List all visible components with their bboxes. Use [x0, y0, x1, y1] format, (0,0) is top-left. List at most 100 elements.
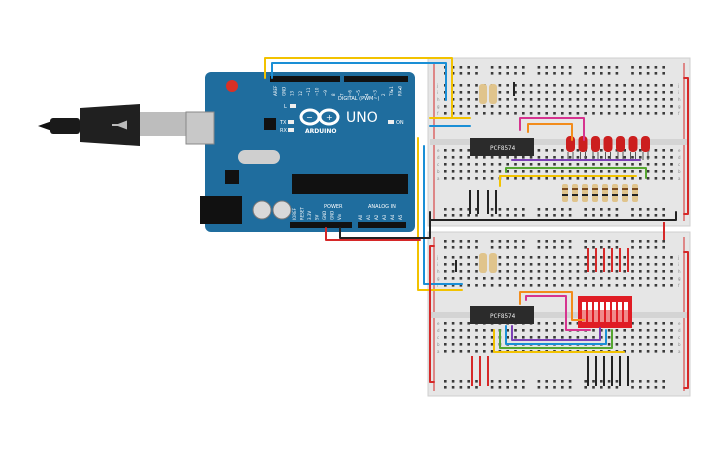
breadboard-hole[interactable]: [553, 263, 556, 266]
breadboard-hole[interactable]: [529, 277, 533, 280]
rail-hole[interactable]: [600, 66, 603, 69]
breadboard-hole[interactable]: [506, 105, 509, 108]
breadboard-hole[interactable]: [506, 263, 509, 266]
rail-hole[interactable]: [631, 72, 634, 75]
breadboard-hole[interactable]: [529, 263, 533, 266]
breadboard-hole[interactable]: [514, 177, 517, 180]
breadboard-hole[interactable]: [639, 91, 642, 94]
breadboard-hole[interactable]: [607, 277, 611, 280]
breadboard-hole[interactable]: [639, 98, 642, 101]
breadboard-hole[interactable]: [576, 270, 580, 273]
breadboard-hole[interactable]: [537, 263, 541, 266]
breadboard-hole[interactable]: [475, 177, 478, 180]
breadboard-hole[interactable]: [553, 336, 556, 339]
breadboard-hole[interactable]: [568, 91, 572, 94]
rail-hole[interactable]: [506, 240, 509, 243]
breadboard-hole[interactable]: [561, 277, 564, 280]
breadboard-hole[interactable]: [654, 112, 658, 115]
breadboard-hole[interactable]: [490, 105, 494, 108]
rail-hole[interactable]: [514, 240, 517, 243]
breadboard-hole[interactable]: [514, 256, 517, 259]
breadboard-hole[interactable]: [592, 284, 595, 287]
breadboard-hole[interactable]: [670, 105, 673, 108]
breadboard-hole[interactable]: [639, 343, 642, 346]
breadboard-hole[interactable]: [506, 98, 509, 101]
breadboard-hole[interactable]: [576, 256, 580, 259]
breadboard-hole[interactable]: [444, 270, 447, 273]
breadboard-hole[interactable]: [514, 163, 517, 166]
breadboard-hole[interactable]: [451, 112, 455, 115]
breadboard-hole[interactable]: [568, 156, 572, 159]
breadboard-hole[interactable]: [483, 284, 486, 287]
breadboard-hole[interactable]: [561, 336, 564, 339]
rail-hole[interactable]: [498, 214, 502, 217]
breadboard-hole[interactable]: [451, 105, 455, 108]
rail-hole[interactable]: [654, 72, 658, 75]
breadboard-hole[interactable]: [631, 336, 634, 339]
breadboard-hole[interactable]: [490, 277, 494, 280]
breadboard-hole[interactable]: [584, 84, 587, 87]
rail-hole[interactable]: [490, 240, 494, 243]
breadboard-hole[interactable]: [444, 156, 447, 159]
breadboard-hole[interactable]: [654, 156, 658, 159]
breadboard-hole[interactable]: [553, 284, 556, 287]
breadboard-hole[interactable]: [639, 149, 642, 152]
rail-hole[interactable]: [584, 386, 587, 389]
rail-hole[interactable]: [631, 246, 634, 249]
breadboard-hole[interactable]: [498, 91, 502, 94]
breadboard-hole[interactable]: [467, 105, 470, 108]
rail-hole[interactable]: [451, 240, 455, 243]
breadboard-hole[interactable]: [475, 105, 478, 108]
breadboard-hole[interactable]: [654, 163, 658, 166]
breadboard-hole[interactable]: [459, 91, 463, 94]
breadboard-hole[interactable]: [553, 322, 556, 325]
rail-hole[interactable]: [467, 386, 470, 389]
breadboard-hole[interactable]: [537, 163, 541, 166]
breadboard-hole[interactable]: [607, 98, 611, 101]
rail-hole[interactable]: [459, 240, 463, 243]
breadboard-hole[interactable]: [670, 84, 673, 87]
rail-hole[interactable]: [444, 386, 447, 389]
breadboard-hole[interactable]: [639, 256, 642, 259]
breadboard-hole[interactable]: [646, 177, 650, 180]
breadboard-hole[interactable]: [553, 105, 556, 108]
rail-hole[interactable]: [662, 246, 665, 249]
breadboard-hole[interactable]: [522, 105, 525, 108]
breadboard-hole[interactable]: [576, 84, 580, 87]
breadboard-hole[interactable]: [615, 277, 619, 280]
dip-toggle[interactable]: [594, 302, 598, 322]
rail-hole[interactable]: [615, 72, 619, 75]
breadboard-hole[interactable]: [615, 163, 619, 166]
breadboard-hole[interactable]: [451, 322, 455, 325]
breadboard-hole[interactable]: [444, 322, 447, 325]
breadboard-hole[interactable]: [506, 84, 509, 87]
rail-hole[interactable]: [459, 208, 463, 211]
rail-hole[interactable]: [615, 214, 619, 217]
breadboard-hole[interactable]: [537, 112, 541, 115]
rail-hole[interactable]: [490, 66, 494, 69]
breadboard-hole[interactable]: [483, 105, 486, 108]
rail-hole[interactable]: [514, 72, 517, 75]
breadboard-hole[interactable]: [607, 256, 611, 259]
breadboard-hole[interactable]: [522, 329, 525, 332]
rail-hole[interactable]: [459, 72, 463, 75]
breadboard-hole[interactable]: [654, 284, 658, 287]
breadboard-hole[interactable]: [459, 322, 463, 325]
rail-hole[interactable]: [490, 208, 494, 211]
breadboard-hole[interactable]: [459, 284, 463, 287]
breadboard-hole[interactable]: [631, 177, 634, 180]
rail-hole[interactable]: [607, 240, 611, 243]
rail-hole[interactable]: [498, 380, 502, 383]
rail-hole[interactable]: [646, 240, 650, 243]
breadboard-hole[interactable]: [584, 256, 587, 259]
breadboard-hole[interactable]: [553, 149, 556, 152]
breadboard-hole[interactable]: [514, 284, 517, 287]
breadboard-hole[interactable]: [654, 256, 658, 259]
breadboard-hole[interactable]: [522, 270, 525, 273]
breadboard-hole[interactable]: [670, 284, 673, 287]
breadboard-hole[interactable]: [506, 270, 509, 273]
breadboard-hole[interactable]: [529, 84, 533, 87]
breadboard-hole[interactable]: [600, 98, 603, 101]
breadboard-hole[interactable]: [467, 322, 470, 325]
breadboard-hole[interactable]: [537, 177, 541, 180]
